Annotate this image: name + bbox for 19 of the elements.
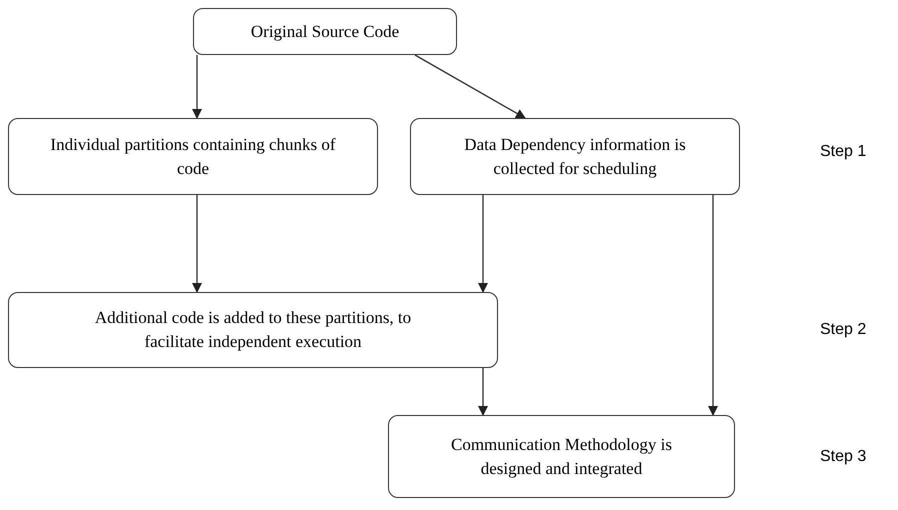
arrow bbox=[414, 54, 526, 119]
box-text: Additional code is added to these partitions, to facilitate independent execution bbox=[94, 307, 412, 353]
box-text: Individual partitions containing chunks of code bbox=[49, 134, 337, 180]
arrow bbox=[192, 195, 202, 293]
box-text: Data Dependency information is collected for scheduling bbox=[463, 134, 687, 180]
step-label: Step 1 bbox=[820, 142, 866, 162]
arrow bbox=[478, 368, 488, 416]
arrow bbox=[192, 55, 202, 119]
box-text: Original Source Code bbox=[250, 20, 400, 43]
box-text: Communication Methodology is designed and integrated bbox=[450, 434, 673, 480]
process-box bbox=[193, 8, 457, 55]
process-box bbox=[8, 292, 498, 368]
process-box bbox=[410, 118, 740, 195]
process-box bbox=[8, 118, 378, 195]
arrow bbox=[478, 195, 488, 293]
step-label: Step 2 bbox=[820, 320, 866, 340]
arrow bbox=[708, 195, 718, 416]
process-box bbox=[388, 415, 735, 498]
step-label: Step 3 bbox=[820, 447, 866, 467]
